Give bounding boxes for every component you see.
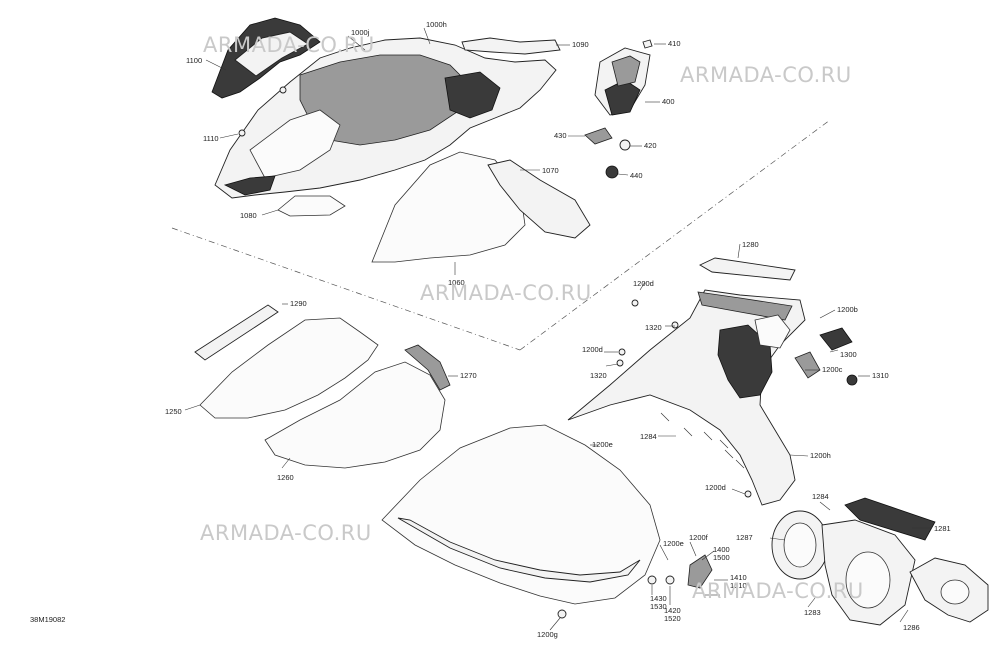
section-separator-line-upper xyxy=(519,119,831,351)
callout-1260: 1260 xyxy=(277,473,294,482)
large-cover-panel xyxy=(381,424,661,605)
storage-mat-upper xyxy=(199,317,379,419)
callout-420: 420 xyxy=(644,141,657,150)
callout-1320-top: 1320 xyxy=(645,323,662,332)
callout-1200e-top: 1200e xyxy=(592,440,613,449)
callout-1430: 1430 xyxy=(650,594,667,603)
foam-block xyxy=(194,304,279,361)
callout-1500: 1500 xyxy=(713,553,730,562)
callout-1200h: 1200h xyxy=(810,451,831,460)
callout-1400: 1400 xyxy=(713,545,730,554)
storage-mat-lower xyxy=(264,361,446,469)
screw-cluster xyxy=(660,412,752,498)
watermark-4: ARMADA-CO.RU xyxy=(200,521,372,545)
callout-1300: 1300 xyxy=(840,350,857,359)
callout-1200d-low: 1200d xyxy=(705,483,726,492)
trim-strip xyxy=(404,344,451,391)
vent-grille xyxy=(844,497,936,541)
callout-1080: 1080 xyxy=(240,211,257,220)
callout-440: 440 xyxy=(630,171,643,180)
hinge-bracket xyxy=(687,554,713,589)
callout-1530: 1530 xyxy=(650,602,667,611)
callout-1281: 1281 xyxy=(934,524,951,533)
callout-1000j: 1000j xyxy=(351,28,370,37)
callout-1283: 1283 xyxy=(804,608,821,617)
callout-1410: 1410 xyxy=(730,573,747,582)
switch-housing-assembly xyxy=(584,39,653,179)
watermarks: ARMADA-CO.RU ARMADA-CO.RU ARMADA-CO.RU A… xyxy=(200,33,864,603)
callout-1110: 1110 xyxy=(203,134,219,143)
callout-1284-right: 1284 xyxy=(812,492,829,501)
callout-1287: 1287 xyxy=(736,533,753,542)
callout-410: 410 xyxy=(668,39,681,48)
callout-1270: 1270 xyxy=(460,371,477,380)
callout-1200e-low: 1200e xyxy=(663,539,684,548)
callout-1286: 1286 xyxy=(903,623,920,632)
callout-1090: 1090 xyxy=(572,40,589,49)
watermark-3: ARMADA-CO.RU xyxy=(420,281,592,305)
console-assembly xyxy=(567,257,858,506)
callout-1290: 1290 xyxy=(290,299,307,308)
callout-1000h: 1000h xyxy=(426,20,447,29)
callout-1200b: 1200b xyxy=(837,305,858,314)
callout-labels: 1100 1000j 1000h 1090 410 400 430 420 44… xyxy=(165,20,951,639)
callout-1200d-top: 1200d xyxy=(633,279,654,288)
section-separator-line xyxy=(171,227,521,351)
cover-edge xyxy=(397,517,641,583)
callout-1284-left: 1284 xyxy=(640,432,657,441)
callout-1200f: 1200f xyxy=(689,533,709,542)
callout-430: 430 xyxy=(554,131,567,140)
callout-1510: 1510 xyxy=(730,581,747,590)
callout-1060: 1060 xyxy=(448,278,465,287)
callout-1250: 1250 xyxy=(165,407,182,416)
callout-1320-mid: 1320 xyxy=(590,371,607,380)
watermark-5: ARMADA-CO.RU xyxy=(692,579,864,603)
callout-1200c: 1200c xyxy=(822,365,843,374)
callout-400: 400 xyxy=(662,97,675,106)
watermark-2: ARMADA-CO.RU xyxy=(680,63,852,87)
watermark-1: ARMADA-CO.RU xyxy=(203,33,375,57)
callout-1420: 1420 xyxy=(664,606,681,615)
callout-1100: 1100 xyxy=(186,56,202,65)
callout-1070: 1070 xyxy=(542,166,559,175)
callout-1200g: 1200g xyxy=(537,630,558,639)
diagram-reference-number: 38M19082 xyxy=(30,615,65,624)
front-body-assembly xyxy=(211,17,561,217)
callout-1520: 1520 xyxy=(664,614,681,623)
callout-1200d-mid: 1200d xyxy=(582,345,603,354)
callout-1280: 1280 xyxy=(742,240,759,249)
leader-lines xyxy=(184,27,932,631)
callout-1310: 1310 xyxy=(872,371,889,380)
